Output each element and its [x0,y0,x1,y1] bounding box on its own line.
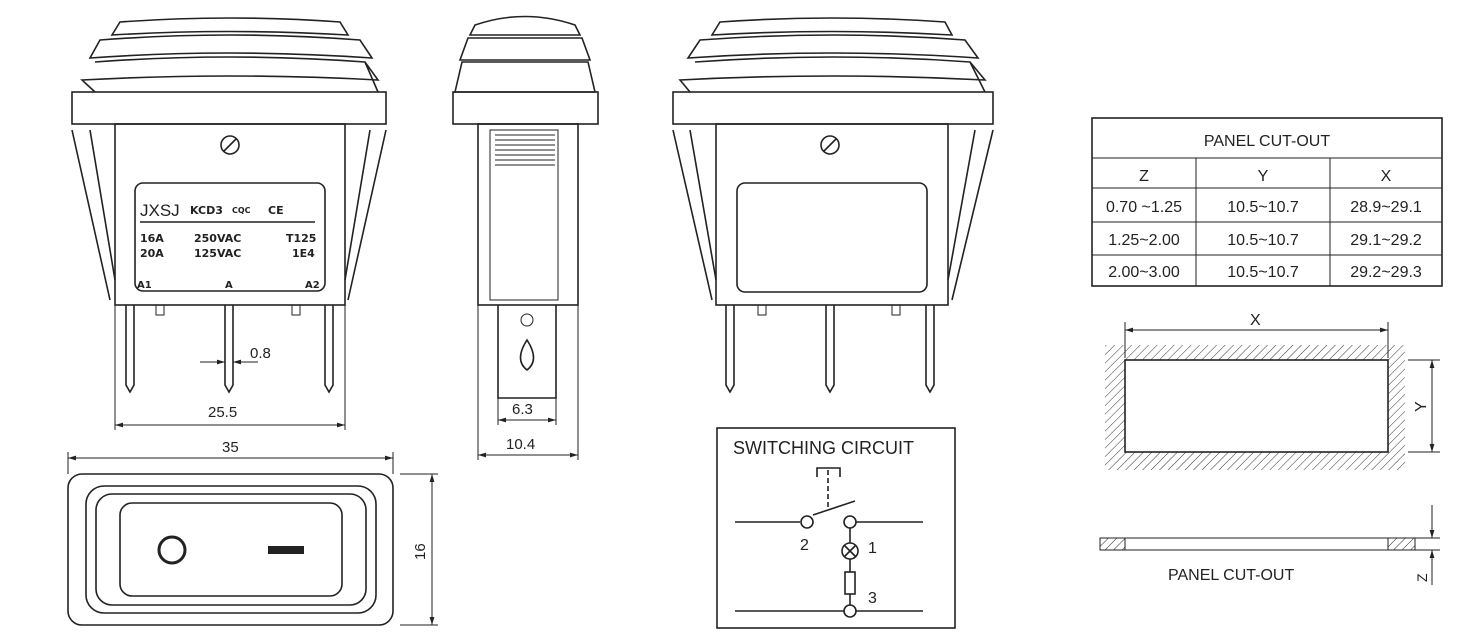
dim-width: 25.5 [208,404,237,421]
circuit-terminal-1: 1 [868,540,877,557]
table-header-y: Y [1258,168,1269,185]
circuit-title: SWITCHING CIRCUIT [733,438,914,458]
label-current2: 20A [140,247,164,260]
bottom-view: 35 16 [67,439,438,626]
table-cell: 1.25~2.00 [1108,232,1180,249]
rear-view [672,17,994,394]
side-view: 6.3 10.4 [452,15,599,460]
dim-depth: 10.4 [506,436,535,453]
cutout-z-label: Z [1414,573,1430,582]
label-voltage2: 125VAC [194,247,241,260]
table-cell: 10.5~10.7 [1227,232,1299,249]
label-ce: CE [268,204,284,217]
circuit-terminal-3: 3 [868,590,877,607]
label-voltage1: 250VAC [194,232,241,245]
label-model: KCD3 [190,204,223,217]
table-title: PANEL CUT-OUT [1204,133,1330,150]
cutout-table: PANEL CUT-OUT Z Y X 0.70 ~1.25 10.5~10.7… [1091,117,1443,287]
table-header-z: Z [1139,168,1149,185]
label-rating2: 1E4 [292,247,315,260]
dim-tab: 6.3 [512,401,533,418]
cutout-drawing: X Y PANEL CUT-OUT Z [1099,312,1440,585]
circuit-terminal-2: 2 [800,537,809,554]
terminal-a: A [225,280,233,291]
table-cell: 10.5~10.7 [1227,199,1299,216]
label-current1: 16A [140,232,164,245]
cutout-y-label: Y [1413,401,1430,412]
table-cell: 28.9~29.1 [1350,199,1422,216]
dim-length: 35 [222,439,239,456]
table-cell: 2.00~3.00 [1108,264,1180,281]
table-cell: 29.1~29.2 [1350,232,1422,249]
label-cqc: CQC [232,206,251,215]
dim-height: 16 [412,543,429,560]
dim-pin-thickness: 0.8 [250,345,271,362]
table-cell: 10.5~10.7 [1227,264,1299,281]
table-cell: 0.70 ~1.25 [1106,199,1182,216]
switching-circuit: SWITCHING CIRCUIT 2 1 3 [716,427,956,629]
table-cell: 29.2~29.3 [1350,264,1422,281]
label-brand: JXSJ [140,201,180,220]
front-view: JXSJ KCD3 CQC CE 16A 250VAC T125 20A 125… [71,17,387,430]
terminal-a1: A1 [137,280,152,291]
table-header-x: X [1381,168,1392,185]
cutout-caption: PANEL CUT-OUT [1168,567,1294,584]
terminal-a2: A2 [305,280,320,291]
cutout-x-label: X [1250,312,1261,329]
label-rating1: T125 [286,232,316,245]
